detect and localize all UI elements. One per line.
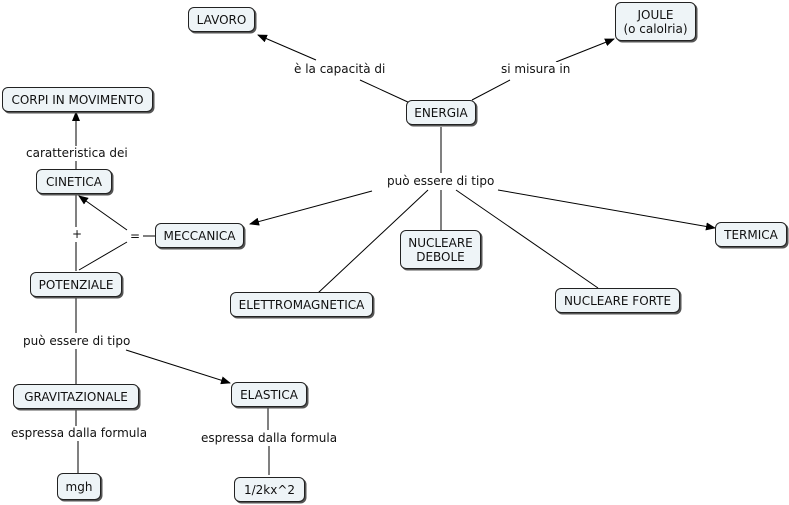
edge-capacita-lavoro xyxy=(257,34,317,61)
node-termica[interactable]: TERMICA xyxy=(715,222,787,247)
edge-tipo-meccanica xyxy=(249,190,373,226)
node-gravitazionale[interactable]: GRAVITAZIONALE xyxy=(13,384,139,409)
link-capacita: è la capacità di xyxy=(292,62,388,76)
edge-tipo-nucleare-forte xyxy=(455,189,599,289)
edge-tipo-elastica xyxy=(125,349,231,385)
node-mgh[interactable]: mgh xyxy=(57,473,101,500)
node-nucleare-debole[interactable]: NUCLEARE DEBOLE xyxy=(400,230,481,269)
node-lavoro[interactable]: LAVORO xyxy=(188,7,255,32)
edge-misura-joule xyxy=(555,38,615,63)
link-caratteristica: caratteristica dei xyxy=(24,146,130,160)
link-formula-grav: espressa dalla formula xyxy=(9,426,150,440)
node-elastica[interactable]: ELASTICA xyxy=(231,382,307,407)
node-energia[interactable]: ENERGIA xyxy=(406,100,476,125)
link-formula-elast: espressa dalla formula xyxy=(199,431,340,445)
node-meccanica[interactable]: MECCANICA xyxy=(155,223,244,248)
edge-energia-capacita xyxy=(359,79,411,104)
link-tipo-potenziale: può essere di tipo xyxy=(21,334,133,348)
edge-tipo-elettromagnetica xyxy=(317,189,429,294)
node-corpi-in-movimento[interactable]: CORPI IN MOVIMENTO xyxy=(2,87,153,112)
node-1-2kx2[interactable]: 1/2kx^2 xyxy=(234,477,305,502)
edge-energia-misura xyxy=(471,79,511,101)
edge-uguale-cinetica xyxy=(78,195,128,231)
node-cinetica[interactable]: CINETICA xyxy=(36,169,112,194)
link-tipo-energia: può essere di tipo xyxy=(385,174,497,188)
link-uguale: = xyxy=(128,229,143,243)
edge-tipo-termica xyxy=(497,189,716,231)
link-misura: si misura in xyxy=(499,62,573,76)
edge-uguale-potenziale xyxy=(78,241,128,271)
node-nucleare-forte[interactable]: NUCLEARE FORTE xyxy=(555,288,680,313)
node-potenziale[interactable]: POTENZIALE xyxy=(30,272,122,297)
node-joule[interactable]: JOULE (o calolria) xyxy=(615,2,696,41)
node-elettromagnetica[interactable]: ELETTROMAGNETICA xyxy=(230,292,373,317)
link-piu: + xyxy=(70,227,85,241)
